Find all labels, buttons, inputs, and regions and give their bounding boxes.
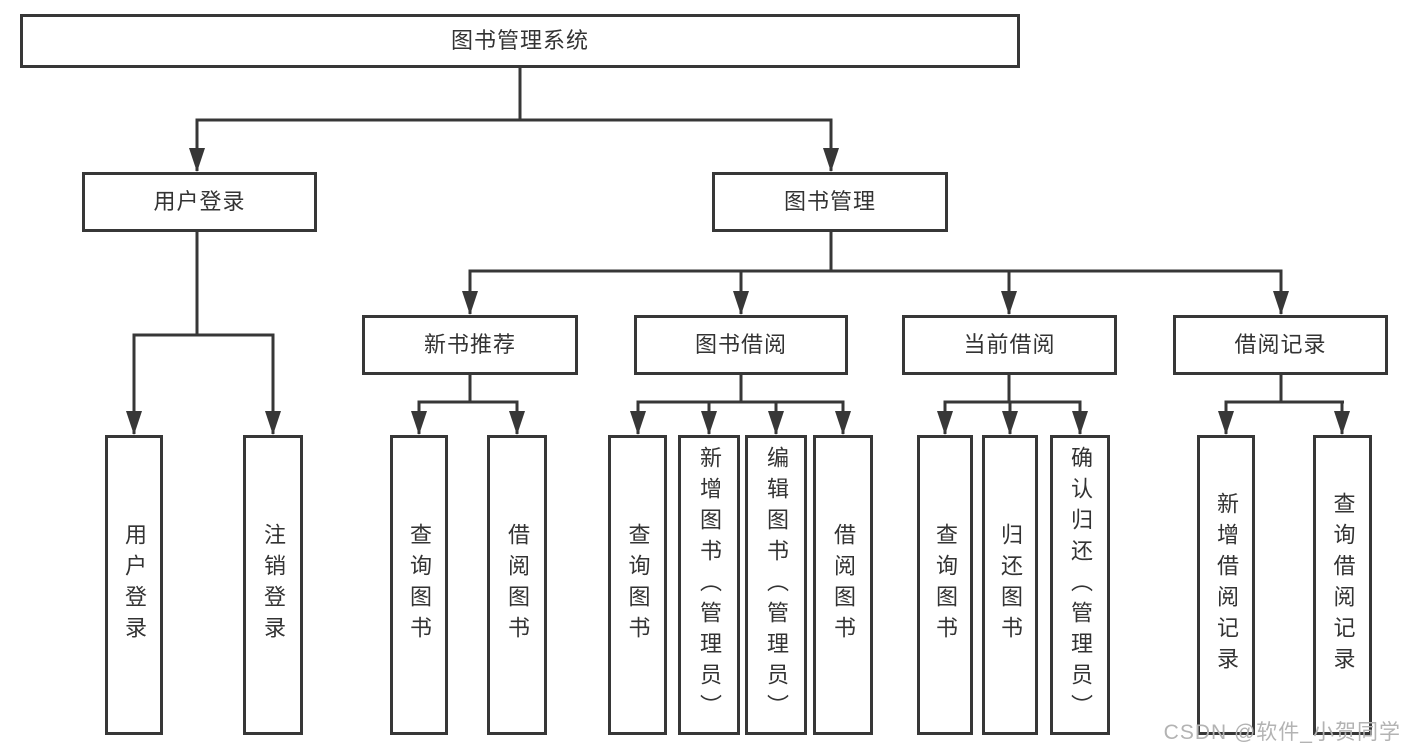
node-new-book-recommend-label: 新书推荐: [423, 332, 516, 357]
leaf-return-books: 归还图书: [982, 435, 1038, 735]
node-root: 图书管理系统: [20, 14, 1020, 68]
leaf-query-books-2: 查询图书: [608, 435, 667, 735]
leaf-query-books-2-label: 查询图书: [625, 523, 651, 647]
node-book-management: 图书管理: [712, 172, 948, 232]
leaf-query-books-1: 查询图书: [390, 435, 448, 735]
leaf-edit-books-admin-label: 编辑图书（管理员）: [764, 445, 789, 725]
leaf-borrow-books-2-label: 借阅图书: [831, 523, 856, 647]
node-borrow-records-label: 借阅记录: [1234, 332, 1327, 357]
leaf-user-login: 用户登录: [105, 435, 163, 735]
node-borrow-records: 借阅记录: [1173, 315, 1388, 375]
leaf-logout: 注销登录: [243, 435, 303, 735]
leaf-add-books-admin: 新增图书（管理员）: [678, 435, 740, 735]
node-user-login-label: 用户登录: [153, 189, 246, 214]
leaf-query-borrow-record-label: 查询借阅记录: [1330, 492, 1356, 678]
leaf-add-books-admin-label: 新增图书（管理员）: [697, 445, 722, 725]
leaf-return-books-label: 归还图书: [998, 523, 1023, 647]
leaf-query-books-1-label: 查询图书: [407, 523, 432, 647]
connector-group: [126, 68, 1350, 435]
leaf-borrow-books-1-label: 借阅图书: [505, 523, 530, 647]
leaf-confirm-return-admin: 确认归还（管理员）: [1050, 435, 1110, 735]
leaf-user-login-label: 用户登录: [122, 523, 147, 647]
node-book-management-label: 图书管理: [783, 189, 876, 214]
leaf-add-borrow-record: 新增借阅记录: [1197, 435, 1255, 735]
leaf-logout-label: 注销登录: [261, 523, 286, 647]
node-new-book-recommend: 新书推荐: [362, 315, 578, 375]
node-user-login: 用户登录: [82, 172, 317, 232]
node-root-label: 图书管理系统: [450, 28, 589, 53]
leaf-add-borrow-record-label: 新增借阅记录: [1214, 492, 1239, 678]
leaf-query-borrow-record: 查询借阅记录: [1313, 435, 1372, 735]
leaf-borrow-books-2: 借阅图书: [813, 435, 873, 735]
leaf-query-books-3: 查询图书: [917, 435, 973, 735]
leaf-borrow-books-1: 借阅图书: [487, 435, 547, 735]
leaf-query-books-3-label: 查询图书: [933, 523, 958, 647]
node-book-borrow-label: 图书借阅: [694, 332, 787, 357]
node-current-borrow: 当前借阅: [902, 315, 1117, 375]
leaf-confirm-return-admin-label: 确认归还（管理员）: [1068, 445, 1093, 725]
node-book-borrow: 图书借阅: [634, 315, 848, 375]
node-current-borrow-label: 当前借阅: [963, 332, 1056, 357]
csdn-watermark: CSDN @软件_小贺同学: [1163, 721, 1401, 744]
leaf-edit-books-admin: 编辑图书（管理员）: [745, 435, 807, 735]
